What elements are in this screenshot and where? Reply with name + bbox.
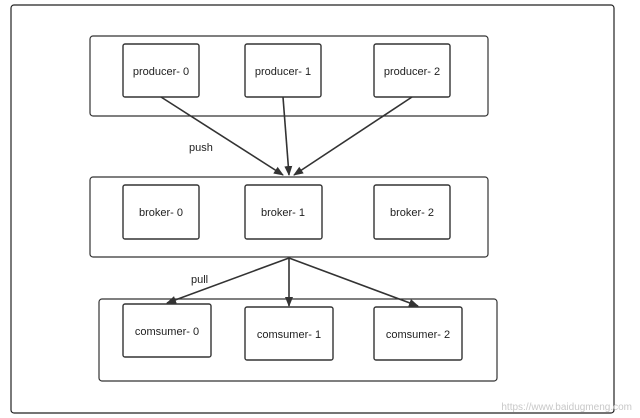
producer-node-1[interactable]: producer- 1	[244, 43, 322, 98]
push-label: push	[189, 142, 213, 154]
broker-node-1[interactable]: broker- 1	[244, 184, 323, 240]
push-arrow-0	[160, 96, 284, 176]
consumer-node-1[interactable]: comsumer- 1	[244, 306, 334, 361]
push-arrow-2	[293, 96, 413, 176]
broker-label-0: broker- 0	[139, 207, 183, 219]
pull-arrow-2	[288, 257, 419, 307]
broker-node-0[interactable]: broker- 0	[122, 184, 200, 240]
pull-label: pull	[191, 274, 208, 286]
broker-label-1: broker- 1	[261, 207, 305, 219]
pull-arrow-0	[166, 257, 290, 304]
producer-label-0: producer- 0	[133, 66, 189, 78]
producer-node-2[interactable]: producer- 2	[373, 43, 451, 98]
consumer-node-0[interactable]: comsumer- 0	[122, 303, 212, 358]
watermark-text: https://www.baidugmeng.com	[501, 402, 632, 413]
broker-label-2: broker- 2	[390, 207, 434, 219]
producer-label-1: producer- 1	[255, 66, 311, 78]
broker-node-2[interactable]: broker- 2	[373, 184, 451, 240]
consumer-label-2: comsumer- 2	[386, 329, 450, 341]
producer-label-2: producer- 2	[384, 66, 440, 78]
consumer-node-2[interactable]: comsumer- 2	[373, 306, 463, 361]
producer-node-0[interactable]: producer- 0	[122, 43, 200, 98]
consumer-label-0: comsumer- 0	[135, 326, 199, 338]
push-arrow-1	[282, 96, 293, 176]
consumer-label-1: comsumer- 1	[257, 329, 321, 341]
